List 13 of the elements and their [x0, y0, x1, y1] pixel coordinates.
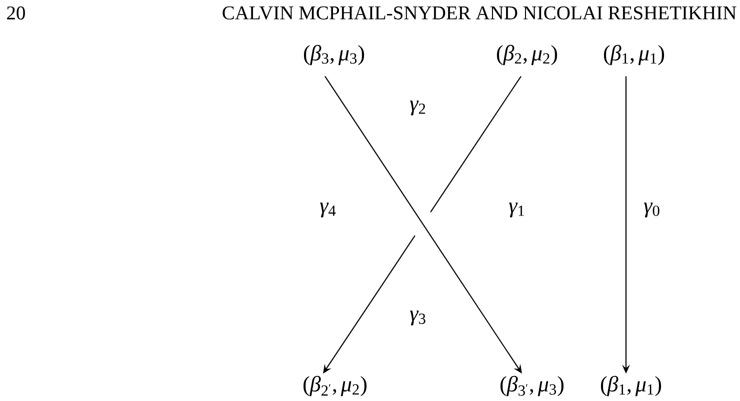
region-label: $\gamma_4$ — [320, 202, 336, 218]
endpoint-label: $(\beta_1, \mu_1)$ — [604, 44, 664, 66]
region-label: $\gamma_0$ — [644, 202, 660, 218]
page-number: 20 — [7, 6, 25, 20]
endpoint-label: $(\beta_{3'}, \mu_3)$ — [500, 376, 564, 396]
running-head: CALVIN MCPHAIL-SNYDER AND NICOLAI RESHETIKHIN — [222, 6, 736, 20]
endpoint-label: $(\beta_3, \mu_3)$ — [304, 44, 364, 66]
region-label: $\gamma_3$ — [410, 310, 426, 326]
region-label: $\gamma_2$ — [410, 100, 426, 116]
endpoint-label: $(\beta_1, \mu_1)$ — [600, 376, 662, 396]
endpoint-label: $(\beta_2, \mu_2)$ — [496, 44, 558, 66]
region-label: $\gamma_1$ — [508, 202, 524, 218]
endpoint-label: $(\beta_{2'}, \mu_2)$ — [304, 376, 366, 396]
